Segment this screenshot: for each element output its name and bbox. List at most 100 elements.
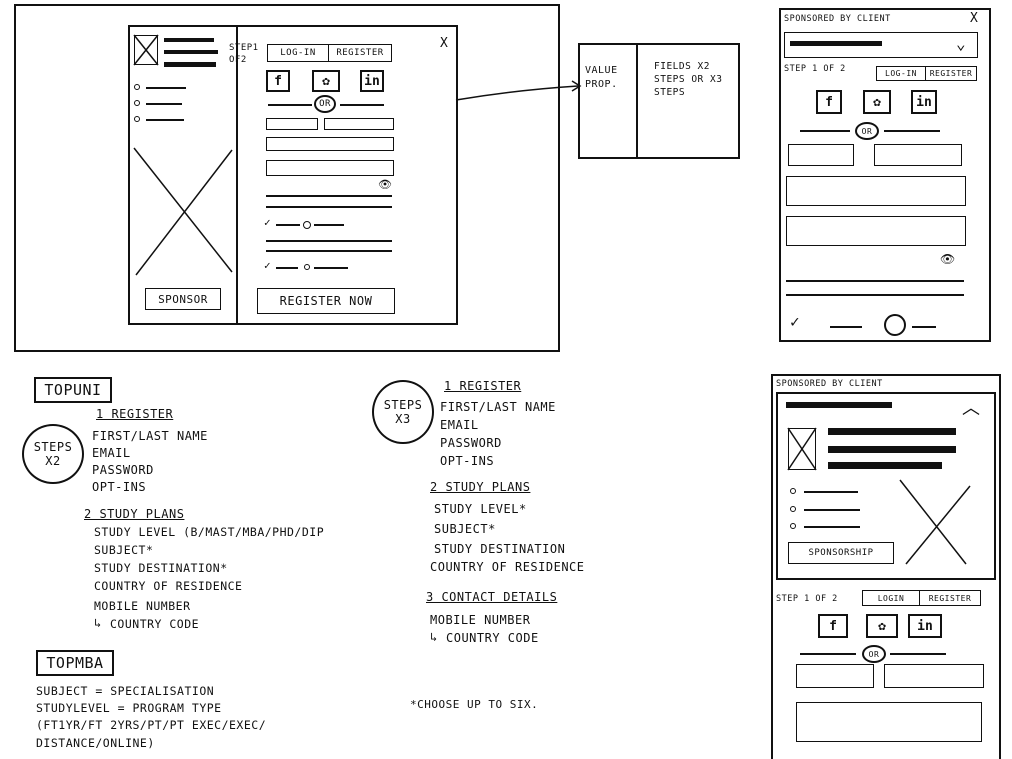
or-circle: OR: [862, 645, 886, 663]
last-name-field[interactable]: [874, 144, 962, 166]
checkbox-checked-icon[interactable]: ✓: [264, 216, 271, 229]
facebook-icon[interactable]: f: [266, 70, 290, 92]
password-field[interactable]: [266, 160, 394, 176]
section-contact-details: 3 CONTACT DETAILS: [426, 590, 558, 604]
tab-login[interactable]: LOG-IN: [876, 66, 926, 81]
checkbox-checked-icon[interactable]: ✓: [264, 259, 271, 272]
sponsor-button[interactable]: SPONSOR: [145, 288, 221, 310]
headline-bar: [828, 446, 956, 453]
steps-x3-circle: STEPS X3: [372, 380, 434, 444]
instagram-icon[interactable]: ✿: [863, 90, 891, 114]
divider-line: [800, 653, 856, 655]
register-now-button[interactable]: REGISTER NOW: [257, 288, 395, 314]
close-icon[interactable]: X: [970, 11, 979, 26]
checkbox-checked-icon[interactable]: ✓: [790, 312, 800, 331]
list-item: COUNTRY OF RESIDENCE: [430, 560, 585, 574]
divider-line: [884, 130, 940, 132]
bullet-dot: [134, 100, 140, 106]
password-field[interactable]: [786, 216, 966, 246]
close-icon[interactable]: X: [440, 36, 449, 51]
list-item: COUNTRY CODE: [446, 631, 539, 645]
linkedin-icon[interactable]: in: [360, 70, 384, 92]
chevron-down-icon[interactable]: ⌄: [956, 34, 966, 53]
option-line: [314, 224, 344, 226]
popout-value-prop: VALUE PROP.: [585, 65, 618, 90]
bullet-line: [804, 509, 860, 511]
eye-icon[interactable]: 👁: [940, 252, 956, 266]
last-name-field[interactable]: [324, 118, 394, 130]
steps-x2-circle: STEPS X2: [22, 424, 84, 484]
email-field[interactable]: [786, 176, 966, 206]
option-line: [912, 326, 936, 328]
or-circle: OR: [314, 95, 336, 113]
email-field[interactable]: [796, 702, 982, 742]
list-item: STUDY LEVEL (B/MAST/MBA/PHD/DIP: [94, 525, 325, 539]
list-item: OPT-INS: [440, 454, 495, 468]
section-study-plans: 2 STUDY PLANS: [430, 480, 531, 494]
tab-register[interactable]: REGISTER: [925, 66, 977, 81]
list-item: SUBJECT*: [434, 522, 496, 536]
note-line: SUBJECT = SPECIALISATION: [36, 684, 215, 698]
headline-bar: [164, 50, 218, 54]
list-item: EMAIL: [440, 418, 479, 432]
sponsorship-button[interactable]: SPONSORSHIP: [788, 542, 894, 564]
note-line: STUDYLEVEL = PROGRAM TYPE: [36, 701, 222, 715]
eye-icon[interactable]: 👁: [378, 178, 392, 191]
list-item: MOBILE NUMBER: [94, 599, 191, 613]
step-indicator: STEP 1 OF 2: [776, 594, 838, 604]
tab-register[interactable]: REGISTER: [919, 590, 981, 606]
list-item: PASSWORD: [92, 463, 154, 477]
list-item: OPT-INS: [92, 480, 147, 494]
logo-placeholder: [788, 428, 816, 470]
chevron-up-icon[interactable]: ︿: [962, 398, 980, 419]
bullet-dot: [790, 506, 796, 512]
sponsor-panel: [776, 392, 996, 580]
mobile-frame: [779, 8, 991, 342]
option-line: [830, 326, 862, 328]
form-line: [266, 240, 392, 242]
form-line: [786, 294, 964, 296]
divider-line: [268, 104, 312, 106]
sponsored-header: SPONSORED BY CLIENT: [784, 14, 891, 24]
bullet-dot: [790, 523, 796, 529]
last-name-field[interactable]: [884, 664, 984, 688]
logo-placeholder: [134, 35, 158, 65]
sponsored-header: SPONSORED BY CLIENT: [776, 379, 883, 389]
sponsor-dropdown[interactable]: [784, 32, 978, 58]
instagram-icon[interactable]: ✿: [866, 614, 898, 638]
list-item: PASSWORD: [440, 436, 502, 450]
option-line: [276, 267, 298, 269]
radio-icon[interactable]: [303, 221, 311, 229]
linkedin-icon[interactable]: in: [911, 90, 937, 114]
linkedin-icon[interactable]: in: [908, 614, 942, 638]
logo-cross: [133, 34, 159, 66]
list-item: STUDY LEVEL*: [434, 502, 527, 516]
facebook-icon[interactable]: f: [818, 614, 848, 638]
facebook-icon[interactable]: f: [816, 90, 842, 114]
tab-register[interactable]: REGISTER: [328, 44, 392, 62]
list-item: EMAIL: [92, 446, 131, 460]
divider-line: [890, 653, 946, 655]
headline-bar: [828, 428, 956, 435]
bullet-line: [804, 526, 860, 528]
return-arrow-icon: ↳: [94, 616, 102, 630]
first-name-field[interactable]: [796, 664, 874, 688]
image-placeholder: [133, 147, 233, 276]
tab-login[interactable]: LOG-IN: [267, 44, 329, 62]
return-arrow-icon: ↳: [430, 630, 438, 644]
bullet-line: [146, 119, 184, 121]
instagram-icon[interactable]: ✿: [312, 70, 340, 92]
first-name-field[interactable]: [266, 118, 318, 130]
bullet-dot: [134, 116, 140, 122]
first-name-field[interactable]: [788, 144, 854, 166]
email-field[interactable]: [266, 137, 394, 151]
footnote: *CHOOSE UP TO SIX.: [410, 698, 539, 711]
tab-login[interactable]: LOGIN: [862, 590, 920, 606]
radio-icon[interactable]: [884, 314, 906, 336]
dropdown-bar: [790, 41, 882, 46]
step-indicator: STEP 1 OF 2: [784, 64, 846, 74]
radio-icon[interactable]: [304, 264, 310, 270]
list-item: STUDY DESTINATION: [434, 542, 566, 556]
form-line: [266, 195, 392, 197]
topuni-title: TOPUNI: [34, 377, 112, 403]
